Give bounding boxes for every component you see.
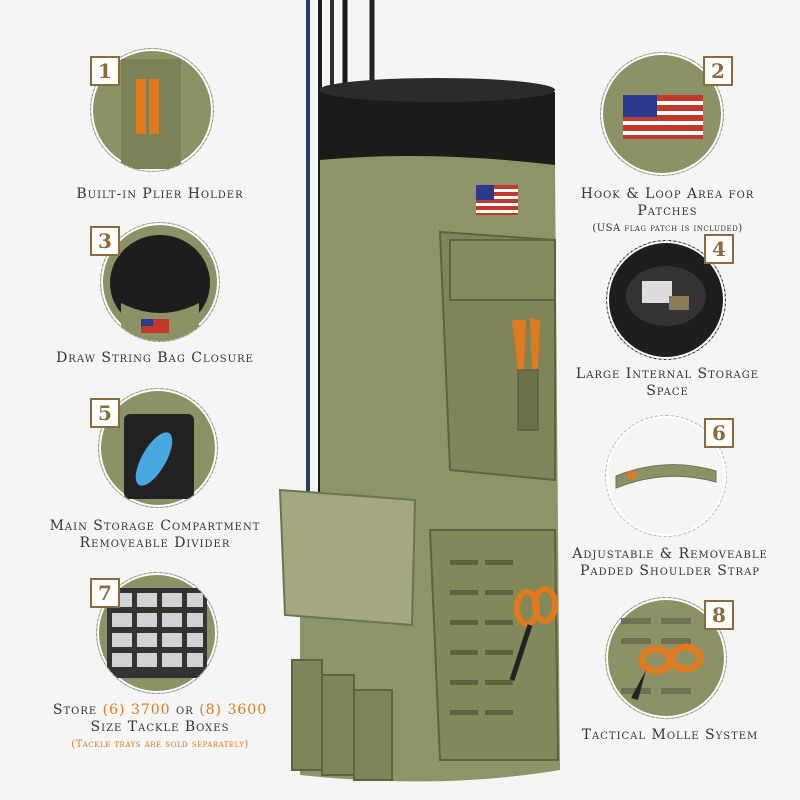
feature-6-caption-line2: Padded Shoulder Strap xyxy=(579,563,761,579)
feature-2-caption-line2: Patches xyxy=(637,203,698,219)
feature-7-caption-line1: Store (6) 3700 or (8) 3600 xyxy=(20,702,300,719)
lower-molle-pocket xyxy=(428,529,560,761)
feature-4-caption-line2: Space xyxy=(646,383,689,399)
feature-5-caption-line1: Main Storage Compartment xyxy=(49,518,261,534)
feature-5-caption: Main Storage Compartment Removeable Divi… xyxy=(30,518,280,552)
feature-2-caption-line1: Hook & Loop Area for xyxy=(580,186,755,202)
feature-1-badge: 1 xyxy=(90,56,120,86)
feature-7-image xyxy=(96,572,218,694)
feature-3-badge: 3 xyxy=(90,226,120,256)
flag-patch xyxy=(476,185,518,215)
front-flap xyxy=(278,488,417,627)
feature-7-caption-mid: or xyxy=(170,702,200,718)
feature-7-caption-count-a: (6) 3700 xyxy=(102,702,171,718)
feature-7-caption-count-b: (8) 3600 xyxy=(199,702,268,718)
bag-top-black xyxy=(320,80,555,170)
feature-8-caption: Tactical Molle System xyxy=(581,727,759,743)
feature-7-caption: Store (6) 3700 or (8) 3600 Size Tackle B… xyxy=(20,702,300,753)
feature-5-caption-line2: Removeable Divider xyxy=(79,535,231,551)
feature-5-badge: 5 xyxy=(90,398,120,428)
feature-7-badge: 7 xyxy=(90,578,120,608)
feature-4-caption-line1: Large Internal Storage xyxy=(575,366,760,382)
feature-2-caption: Hook & Loop Area for Patches (USA flag p… xyxy=(555,186,780,237)
rod-tubes xyxy=(291,659,393,781)
feature-7-note: (Tackle trays are sold separately) xyxy=(71,739,249,750)
feature-3-caption: Draw String Bag Closure xyxy=(56,350,254,366)
feature-3-image xyxy=(100,222,220,342)
feature-2-note: (USA flag patch is included) xyxy=(592,223,743,234)
feature-8-badge: 8 xyxy=(704,600,734,630)
feature-7-caption-pre: Store xyxy=(52,702,103,718)
feature-4-caption: Large Internal Storage Space xyxy=(555,366,780,400)
feature-4-badge: 4 xyxy=(704,234,734,264)
feature-5-image xyxy=(98,388,218,508)
feature-6-badge: 6 xyxy=(704,418,734,448)
molle-slots xyxy=(450,560,513,715)
feature-2-badge: 2 xyxy=(703,56,733,86)
scissors xyxy=(509,586,558,681)
feature-7-caption-line2: Size Tackle Boxes xyxy=(90,719,230,735)
pliers-upper xyxy=(512,318,540,431)
feature-6-caption-line1: Adjustable & Removeable xyxy=(572,546,768,562)
feature-6-caption: Adjustable & Removeable Padded Shoulder … xyxy=(550,546,790,580)
feature-1-caption: Built-in Plier Holder xyxy=(76,186,244,202)
